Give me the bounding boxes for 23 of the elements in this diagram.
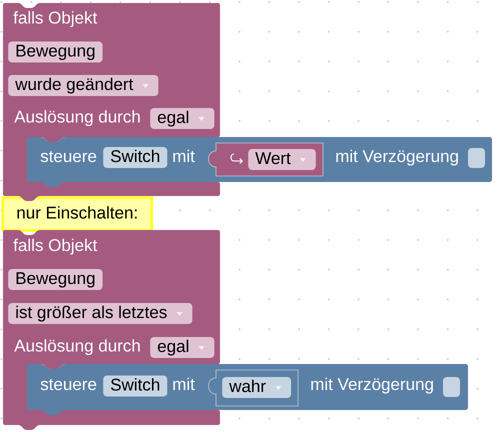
- block-label: mit: [173, 378, 195, 390]
- block-label: steuere: [40, 379, 96, 390]
- object-field: Switch: [103, 147, 168, 168]
- comment-box: nur Einschalten:: [2, 196, 154, 232]
- dropdown-field: egal: [150, 337, 214, 358]
- input-field: [468, 148, 485, 168]
- block-label: falls Objekt: [13, 238, 98, 255]
- block-label: falls Objekt: [13, 11, 98, 28]
- object-field: Bewegung: [8, 42, 103, 62]
- object-field: Bewegung: [8, 269, 103, 290]
- dropdown-field: ist größer als letztes: [8, 303, 192, 324]
- block-label: steuere: [40, 151, 96, 162]
- object-field: Switch: [103, 376, 168, 396]
- input-field: [443, 377, 460, 397]
- block-label: mit Verzögerung: [311, 378, 433, 394]
- block-label: Auslösung durch: [14, 110, 140, 126]
- block-label: Auslösung durch: [14, 339, 140, 356]
- dropdown-field: egal: [150, 108, 214, 129]
- dropdown-field: wahr: [222, 377, 292, 398]
- dropdown-field: Wert: [248, 149, 316, 170]
- block-label: mit: [173, 150, 195, 162]
- dropdown-field: wurde geändert: [8, 75, 158, 96]
- block-label: mit Verzögerung: [336, 150, 458, 166]
